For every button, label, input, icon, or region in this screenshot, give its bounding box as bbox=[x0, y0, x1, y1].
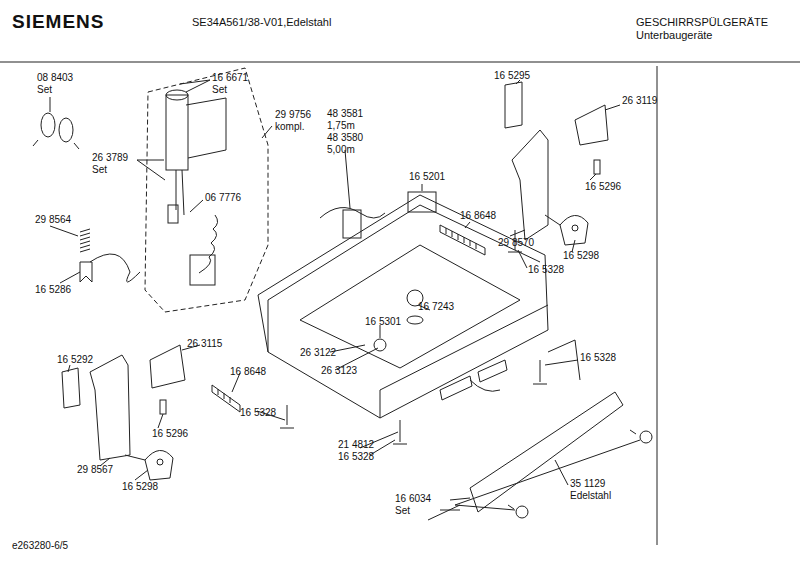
callout-number: 48 3580 bbox=[327, 132, 363, 143]
callout-number: 16 5298 bbox=[122, 481, 158, 492]
callout-number: 21 4812 bbox=[338, 439, 374, 450]
callout-number: 16 5328 bbox=[580, 352, 616, 363]
callout-number: 16 5296 bbox=[152, 428, 188, 439]
callout-number: 29 8567 bbox=[77, 464, 113, 475]
callout-number: Set bbox=[92, 164, 107, 175]
callout-number: 26 3115 bbox=[187, 338, 222, 349]
callout-number: 16 8648 bbox=[460, 210, 496, 221]
callout-number: Set bbox=[37, 84, 52, 95]
category-heading: Unterbaugeräte bbox=[636, 29, 712, 41]
callout-number: Set bbox=[212, 84, 227, 95]
callout-number: 16 5301 bbox=[365, 316, 401, 327]
callout-number: 16 7243 bbox=[418, 301, 454, 312]
callout-number: 16 5295 bbox=[494, 70, 530, 81]
callout-number: 26 3123 bbox=[321, 365, 357, 376]
callout-number: 29 9756 bbox=[275, 109, 311, 120]
callout-number: 26 3122 bbox=[300, 347, 336, 358]
callout-number: 29 8564 bbox=[35, 214, 71, 225]
callout-number: 26 3119 bbox=[622, 95, 657, 106]
callout-number: 48 3581 bbox=[327, 108, 363, 119]
callout-number: 16 6671 bbox=[212, 72, 248, 83]
callout-number: 06 7776 bbox=[205, 192, 241, 203]
category-heading: GESCHIRRSPÜLGERÄTE bbox=[636, 16, 768, 28]
callout-number: 16 5298 bbox=[563, 250, 599, 261]
callout-number: 26 3789 bbox=[92, 152, 128, 163]
callout-number: 16 5296 bbox=[585, 181, 621, 192]
callout-number: 29 8570 bbox=[498, 237, 534, 248]
callout-number: 16 5292 bbox=[57, 354, 93, 365]
callout-number: 35 1129 bbox=[570, 478, 605, 489]
callout-number: 16 5328 bbox=[240, 407, 276, 418]
callout-number: 16 5286 bbox=[35, 284, 71, 295]
callout-number: 1,75m bbox=[327, 120, 355, 131]
callout-number: 16 5201 bbox=[409, 171, 445, 182]
callout-number: 16 6034 bbox=[395, 493, 431, 504]
model-number: SE34A561/38-V01,Edelstahl bbox=[192, 16, 331, 28]
callout-number: kompl. bbox=[275, 121, 304, 132]
logo-text: SIEMENS bbox=[12, 12, 105, 33]
drawing-number: e263280-6/5 bbox=[12, 540, 68, 551]
callout-number: 16 5328 bbox=[338, 451, 374, 462]
callout-number: 16 5328 bbox=[528, 264, 564, 275]
callout-number: 16 8648 bbox=[230, 366, 266, 377]
callout-number: 08 8403 bbox=[37, 72, 73, 83]
callout-number: Edelstahl bbox=[570, 490, 611, 501]
callout-number: 5,00m bbox=[327, 144, 355, 155]
callout-number: Set bbox=[395, 505, 410, 516]
